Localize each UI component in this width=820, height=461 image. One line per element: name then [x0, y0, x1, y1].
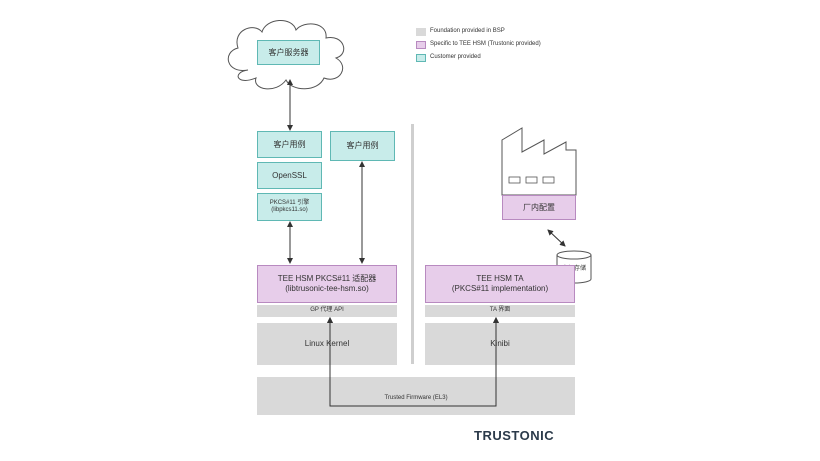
legend-label-customer: Customer provided: [430, 54, 481, 60]
ta-line1: TEE HSM TA: [476, 274, 524, 283]
factory-config-label: 厂内配置: [523, 202, 555, 212]
kinibi-label: Kinibi: [490, 339, 510, 348]
client-app-left-box: 客户用例: [257, 131, 322, 158]
ta-interface-label: TA 界面: [489, 307, 511, 314]
gp-proxy-label: GP 代理 API: [310, 307, 344, 314]
legend-swatch-customer: [416, 54, 426, 62]
normal-secure-divider: [411, 124, 414, 364]
legend-label-foundation: Foundation provided in BSP: [430, 28, 505, 34]
client-app-right-box: 客户用例: [330, 131, 395, 161]
linux-kernel-label: Linux Kernel: [304, 339, 350, 348]
adapter-line2: (libtrusonic-tee-hsm.so): [285, 284, 369, 293]
legend-label-tee-hsm: Specific to TEE HSM (Trustonic provided): [430, 41, 541, 47]
brand-text: TRUSTONIC: [474, 428, 555, 443]
ta-interface-bar: TA 界面: [425, 305, 575, 317]
legend-swatch-foundation: [416, 28, 426, 36]
trusted-firmware-box: Trusted Firmware (EL3): [257, 377, 575, 415]
tee-hsm-ta-box: TEE HSM TA (PKCS#11 implementation): [425, 265, 575, 303]
factory-icon: [501, 127, 577, 196]
legend-swatch-tee-hsm: [416, 41, 426, 49]
openssl-box: OpenSSL: [257, 162, 322, 189]
trustonic-logo: TRUSTONIC: [474, 428, 554, 443]
linux-kernel-box: Linux Kernel: [257, 323, 397, 365]
factory-config-box: 厂内配置: [502, 195, 576, 220]
client-server-box: 客户服务器: [257, 40, 320, 65]
openssl-label: OpenSSL: [272, 170, 307, 180]
adapter-box: TEE HSM PKCS#11 适配器 (libtrusonic-tee-hsm…: [257, 265, 397, 303]
pkcs-engine-line2: (libpkcs11.so): [271, 207, 308, 213]
ta-line2: (PKCS#11 implementation): [451, 284, 549, 293]
gp-proxy-bar: GP 代理 API: [257, 305, 397, 317]
client-app-right-label: 客户用例: [346, 141, 379, 150]
pkcs-engine-box: PKCS#11 引擎 (libpkcs11.so): [257, 193, 322, 221]
client-server-label: 客户服务器: [268, 47, 309, 57]
client-app-left-label: 客户用例: [273, 139, 306, 149]
adapter-line1: TEE HSM PKCS#11 适配器: [277, 274, 377, 283]
kinibi-box: Kinibi: [425, 323, 575, 365]
pkcs-engine-line1: PKCS#11 引擎: [269, 199, 310, 206]
trusted-firmware-label: Trusted Firmware (EL3): [381, 395, 451, 403]
